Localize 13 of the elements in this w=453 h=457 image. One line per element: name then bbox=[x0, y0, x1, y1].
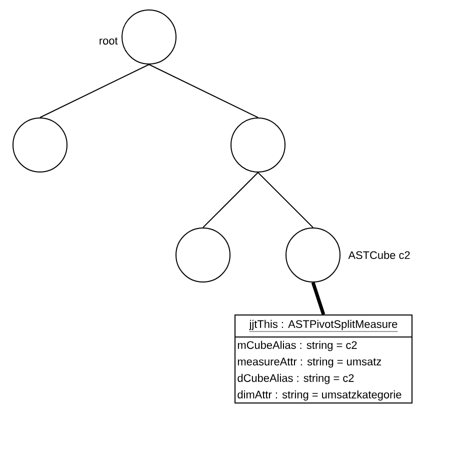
tree-node-circle bbox=[12, 118, 68, 172]
tree-node-circle bbox=[286, 228, 340, 282]
tree-edge bbox=[148, 64, 258, 118]
node-label: ASTCube c2 bbox=[348, 250, 410, 260]
node-label: root bbox=[100, 37, 118, 45]
tree-node-circle bbox=[230, 118, 286, 172]
tree-edge bbox=[202, 172, 258, 228]
tree-edge bbox=[40, 64, 150, 118]
tree-node-circle bbox=[176, 228, 230, 282]
tree-node-circle bbox=[122, 10, 176, 64]
object-box: jjtThis : ASTPivotSplitMeasure mCubeAlias : string = c2 measureAttr : string = umsatz dCubeAlias : string = c2 dimAttr : string = umsatzkategorie bbox=[234, 314, 412, 404]
tree-edge bbox=[258, 172, 314, 228]
tree-edge bbox=[311, 282, 326, 316]
